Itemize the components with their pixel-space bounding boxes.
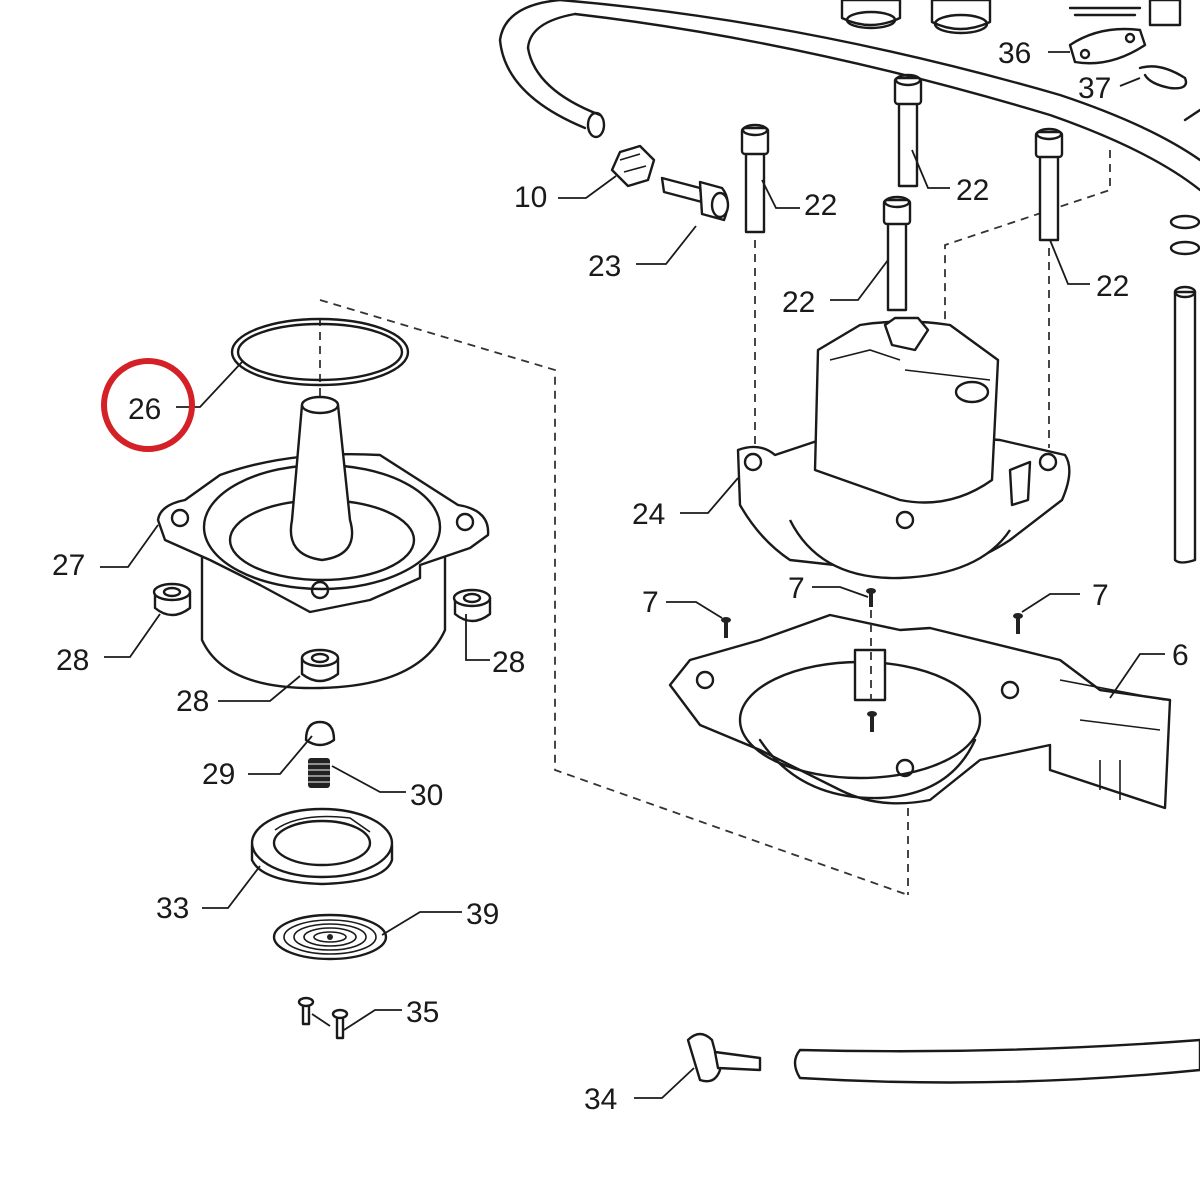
right-edge-parts (1169, 108, 1200, 564)
assembly-line-left (319, 299, 909, 896)
callout-7-right: 7 (1092, 579, 1109, 612)
part-24-housing (736, 316, 1071, 580)
callout-22-center: 22 (782, 286, 815, 319)
hose-top-long (558, 0, 1200, 192)
callout-28-left: 28 (56, 644, 89, 677)
hose-bottom (793, 1038, 1200, 1084)
part-30-spring (308, 758, 330, 788)
callout-26: 26 (128, 393, 161, 426)
part-36-plate (1068, 27, 1147, 65)
callout-labels: 36 37 10 23 22 22 22 22 24 7 7 7 6 26 27… (52, 37, 1189, 1116)
callout-22-right: 22 (1096, 270, 1129, 303)
part-39-screen (272, 913, 388, 961)
bolt-22-left (740, 123, 770, 462)
fitting-top-2 (930, 0, 992, 35)
hose-top-left (498, 0, 606, 139)
callout-24: 24 (632, 498, 665, 531)
callout-6: 6 (1172, 639, 1189, 672)
callout-37: 37 (1078, 72, 1111, 105)
callout-35: 35 (406, 996, 439, 1029)
callout-39: 39 (466, 898, 499, 931)
grommet-28-left (152, 582, 192, 617)
screw-7-right (1013, 613, 1023, 634)
part-10-nut (610, 144, 656, 188)
screw-7-left (721, 617, 731, 638)
callout-33: 33 (156, 892, 189, 925)
callout-36: 36 (998, 37, 1031, 70)
leader-lines (100, 51, 1165, 1099)
callout-28-bottom: 28 (176, 685, 209, 718)
callout-30: 30 (410, 779, 443, 812)
callout-34: 34 (584, 1083, 617, 1116)
part-26-o-ring (230, 317, 410, 387)
callout-22-top: 22 (956, 174, 989, 207)
part-6-base (668, 613, 1172, 895)
fitting-top-1 (840, 0, 902, 30)
callout-7-center: 7 (788, 572, 805, 605)
callout-27: 27 (52, 549, 85, 582)
bolt-22-center (882, 195, 912, 312)
callout-29: 29 (202, 758, 235, 791)
callout-10: 10 (514, 181, 547, 214)
callout-28-right: 28 (492, 646, 525, 679)
callout-22-left: 22 (804, 189, 837, 222)
part-29-ball (304, 720, 336, 747)
part-34-elbow (686, 1032, 762, 1083)
callout-23: 23 (588, 250, 621, 283)
part-27-housing (156, 395, 490, 690)
bolt-22-right (1034, 127, 1064, 448)
highlight-circle (101, 358, 195, 452)
part-37-clip (1138, 65, 1188, 90)
callout-7-left: 7 (642, 586, 659, 619)
screw-7-lower (867, 711, 877, 732)
clip-top-right (1068, 0, 1182, 27)
screw-7-center (866, 588, 876, 700)
part-33-seat (250, 807, 394, 886)
screws-35 (297, 996, 349, 1040)
grommet-28-right (452, 588, 492, 623)
bolt-22-mid-top (893, 73, 1111, 320)
grommet-28-bottom (300, 648, 340, 683)
part-23-valve (660, 176, 730, 222)
